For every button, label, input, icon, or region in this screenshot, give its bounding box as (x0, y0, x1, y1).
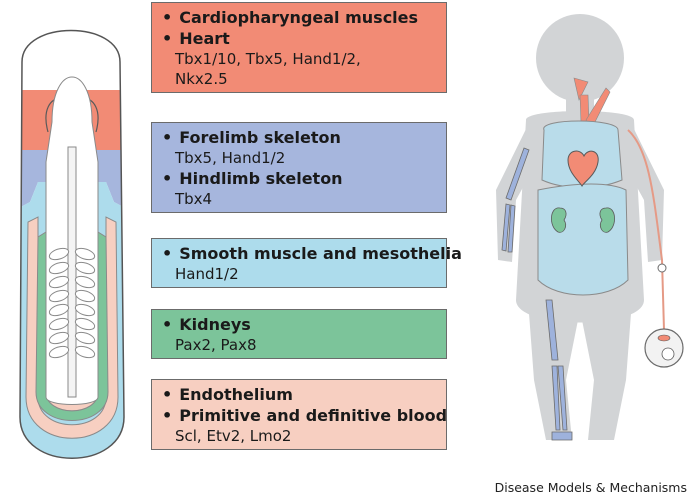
somite (48, 289, 70, 303)
somite (48, 261, 70, 275)
tissue-label: Cardiopharyngeal muscles (162, 7, 438, 28)
infant-illustration (496, 14, 684, 441)
tissue-label: Endothelium (162, 384, 438, 405)
somite (74, 261, 96, 275)
somite (74, 317, 96, 331)
somite (74, 331, 96, 345)
abdominal-cavity (537, 183, 629, 296)
gene-list: Nkx2.5 (175, 70, 228, 88)
embryo-outline (19, 29, 125, 459)
forelimb-bones (501, 147, 530, 253)
tissue-label: Primitive and definitive blood (162, 405, 447, 426)
somite (48, 345, 70, 359)
white-blood-cell (661, 347, 675, 361)
somite (74, 247, 96, 261)
embryo-somites (48, 247, 96, 359)
somite (48, 331, 70, 345)
heart (567, 150, 599, 187)
gene-list: Tbx4 (175, 190, 213, 208)
vessel-tip (657, 263, 667, 273)
somite (48, 247, 70, 261)
embryo-diagram (19, 29, 125, 459)
embryo-notochord (67, 146, 77, 398)
embryo-endothelial-band (25, 216, 119, 439)
embryo-limb-region (20, 150, 124, 217)
gene-list: Tbx5, Hand1/2 (175, 149, 286, 167)
somite (48, 303, 70, 317)
gene-box-endo: EndotheliumPrimitive and definitive bloo… (151, 379, 447, 450)
tissue-label: Hindlimb skeleton (162, 168, 438, 189)
red-blood-cell (657, 334, 671, 342)
kidney-left (551, 207, 567, 233)
somite (74, 275, 96, 289)
somite (48, 275, 70, 289)
blood-magnifier (644, 328, 684, 368)
somite (48, 317, 70, 331)
gene-list: Tbx1/10, Tbx5, Hand1/2, (175, 50, 361, 68)
gene-box-cardio: Cardiopharyngeal musclesHeartTbx1/10, Tb… (151, 2, 447, 93)
somite (74, 289, 96, 303)
tissue-label: Forelimb skeleton (162, 127, 438, 148)
somite (74, 345, 96, 359)
journal-credit: Disease Models & Mechanisms (494, 480, 687, 495)
gene-list: Pax2, Pax8 (175, 336, 257, 354)
tissue-label: Smooth muscle and mesothelia (162, 243, 462, 264)
gene-list: Scl, Etv2, Lmo2 (175, 427, 292, 445)
tissue-label: Kidneys (162, 314, 438, 335)
arm-blood-vessel (627, 129, 665, 331)
gene-list: Hand1/2 (175, 265, 239, 283)
tissue-label: Heart (162, 28, 438, 49)
kidney-right (599, 207, 615, 233)
hindlimb-bones (545, 299, 573, 441)
somite (74, 303, 96, 317)
